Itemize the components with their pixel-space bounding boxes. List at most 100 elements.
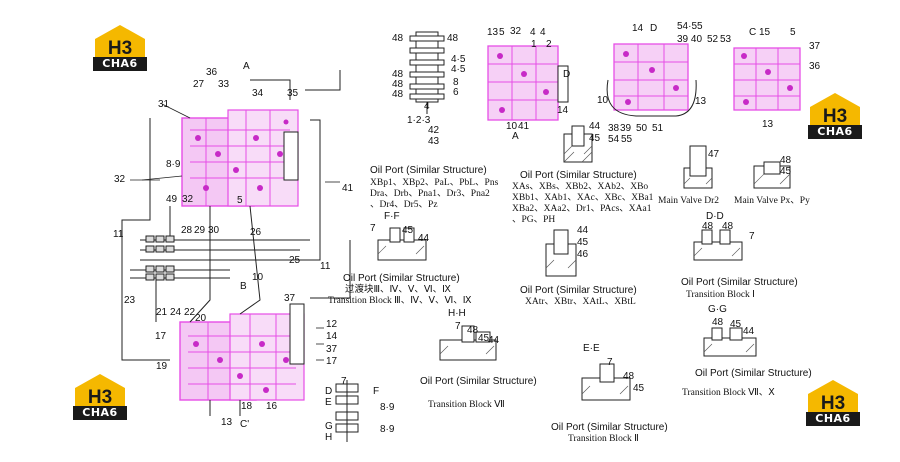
- house-icon: H3: [808, 380, 858, 414]
- d8-transition-block-section: [439, 325, 497, 361]
- label-25: 25: [289, 255, 301, 266]
- d10-section-label: G·G: [708, 304, 727, 315]
- d2-port-list: XAs、XBs、XBb2、XAb2、XBo XBb1、XAb1、XAc、XBc、…: [512, 182, 654, 225]
- logo-text: CHA6: [73, 406, 127, 420]
- label-33: 33: [218, 79, 230, 90]
- label-36: 36: [206, 67, 218, 78]
- d7-section-label: D·D: [706, 211, 724, 222]
- d8-subtitle: Transition Block Ⅶ: [428, 400, 505, 410]
- d9-section-label: E·E: [583, 343, 600, 354]
- d7-label-48a: 48: [702, 221, 714, 232]
- valve-side-view-b: [606, 43, 697, 117]
- logo-text: CHA6: [93, 57, 147, 71]
- v1-label-48b: 48: [447, 33, 459, 44]
- v2-label-2: 2: [546, 39, 552, 50]
- d6-subtitle: XAtr、XBtr、XAtL、XBtL: [525, 297, 636, 307]
- label-5: 5: [237, 195, 243, 206]
- fitting-row: [145, 235, 175, 281]
- v3-label-D: D: [650, 23, 658, 34]
- v2-label-4a: 4: [530, 27, 536, 38]
- dfgh-label-G: G: [325, 421, 333, 432]
- svg-text:H3: H3: [823, 106, 847, 125]
- d8-label-48: 48: [467, 325, 479, 336]
- v1-label-4: 4: [424, 101, 430, 112]
- label-12: 12: [326, 319, 338, 330]
- v4-label-15: 15: [759, 27, 771, 38]
- d7-label-48b: 48: [722, 221, 734, 232]
- d5-label-7: 7: [370, 223, 376, 234]
- v2-label-D: D: [563, 69, 571, 80]
- v3-label-53: 53: [720, 34, 732, 45]
- label-49: 49: [166, 194, 178, 205]
- valve-side-view-a: [487, 45, 569, 121]
- d8-label-7: 7: [455, 321, 461, 332]
- house-icon: H3: [75, 374, 125, 408]
- v2-label-10: 10: [506, 121, 518, 132]
- d2-label-45: 45: [589, 133, 601, 144]
- label-26: 26: [250, 227, 262, 238]
- v2-label-1: 1: [531, 39, 537, 50]
- d5-caption: Oil Port (Similar Structure): [343, 273, 460, 284]
- manifold-stack-view: [409, 31, 445, 114]
- d3-label-47: 47: [708, 149, 720, 160]
- v1-label-45a: 4·5: [451, 54, 466, 65]
- v1-label-1-2-3: 1·2·3: [407, 115, 431, 126]
- dfgh-section-stack: [335, 380, 359, 442]
- d4-label-45: 45: [780, 166, 792, 177]
- label-10: 10: [252, 272, 264, 283]
- d6-label-46: 46: [577, 249, 589, 260]
- d7-subtitle: Transition Block Ⅰ: [686, 290, 755, 300]
- v1-label-6: 6: [453, 87, 459, 98]
- label-24: 24: [170, 307, 182, 318]
- label-13: 13: [221, 417, 233, 428]
- label-27: 27: [193, 79, 205, 90]
- h3-logo-bottom-right: H3 CHA6: [806, 378, 860, 426]
- label-21: 21: [156, 307, 168, 318]
- label-22: 22: [184, 307, 196, 318]
- d9-label-7: 7: [607, 357, 613, 368]
- d6-oil-port-section: [545, 229, 577, 277]
- d9-caption: Oil Port (Similar Structure): [551, 422, 668, 433]
- v1-label-8: 8: [453, 77, 459, 88]
- label-37-top: 37: [284, 293, 296, 304]
- v2-label-A: A: [512, 131, 519, 142]
- v4-label-5: 5: [790, 27, 796, 38]
- v1-label-48a: 48: [392, 33, 404, 44]
- d6-label-45: 45: [577, 237, 589, 248]
- label-A: A: [243, 61, 250, 72]
- svg-text:H3: H3: [821, 393, 845, 412]
- d10-caption: Oil Port (Similar Structure): [695, 368, 812, 379]
- v3-label-54: 54: [608, 134, 620, 145]
- label-34: 34: [252, 88, 264, 99]
- v2-label-4b: 4: [540, 27, 546, 38]
- v3-label-39-40: 39 40: [677, 34, 703, 45]
- label-35: 35: [287, 88, 299, 99]
- v1-label-48c: 48: [392, 69, 404, 80]
- v4-label-C: C: [749, 27, 757, 38]
- lower-valve-block: [179, 303, 305, 401]
- label-11-right: 11: [320, 261, 331, 272]
- d4-main-valve-px-py-section: [753, 161, 791, 189]
- d9-label-48: 48: [623, 371, 635, 382]
- v2-label-14: 14: [557, 105, 569, 116]
- house-icon: H3: [95, 25, 145, 59]
- d5-label-45: 45: [402, 225, 414, 236]
- d7-label-7: 7: [749, 231, 755, 242]
- d1-port-list: XBp1、XBp2、PaL、PbL、Pns Dra、Drb、Pna1、Dr3、P…: [370, 178, 499, 210]
- d3-main-valve-dr2-section: [683, 145, 713, 189]
- label-8-9: 8·9: [166, 159, 181, 170]
- svg-text:H3: H3: [108, 38, 132, 57]
- label-14: 14: [326, 331, 338, 342]
- dfgh-label-8-9a: 8·9: [380, 402, 395, 413]
- d10-transition-block-section: [703, 327, 757, 357]
- label-32-left: 32: [114, 174, 126, 185]
- v1-label-48e: 48: [392, 89, 404, 100]
- label-B: B: [240, 281, 247, 292]
- d2-caption: Oil Port (Similar Structure): [520, 170, 637, 181]
- d6-caption: Oil Port (Similar Structure): [520, 285, 637, 296]
- d6-label-44: 44: [577, 225, 589, 236]
- v3-label-52: 52: [707, 34, 719, 45]
- h3-logo-bottom-left: H3 CHA6: [73, 372, 127, 420]
- main-assembly-drawing: [121, 70, 351, 416]
- v3-label-50: 50: [636, 123, 648, 134]
